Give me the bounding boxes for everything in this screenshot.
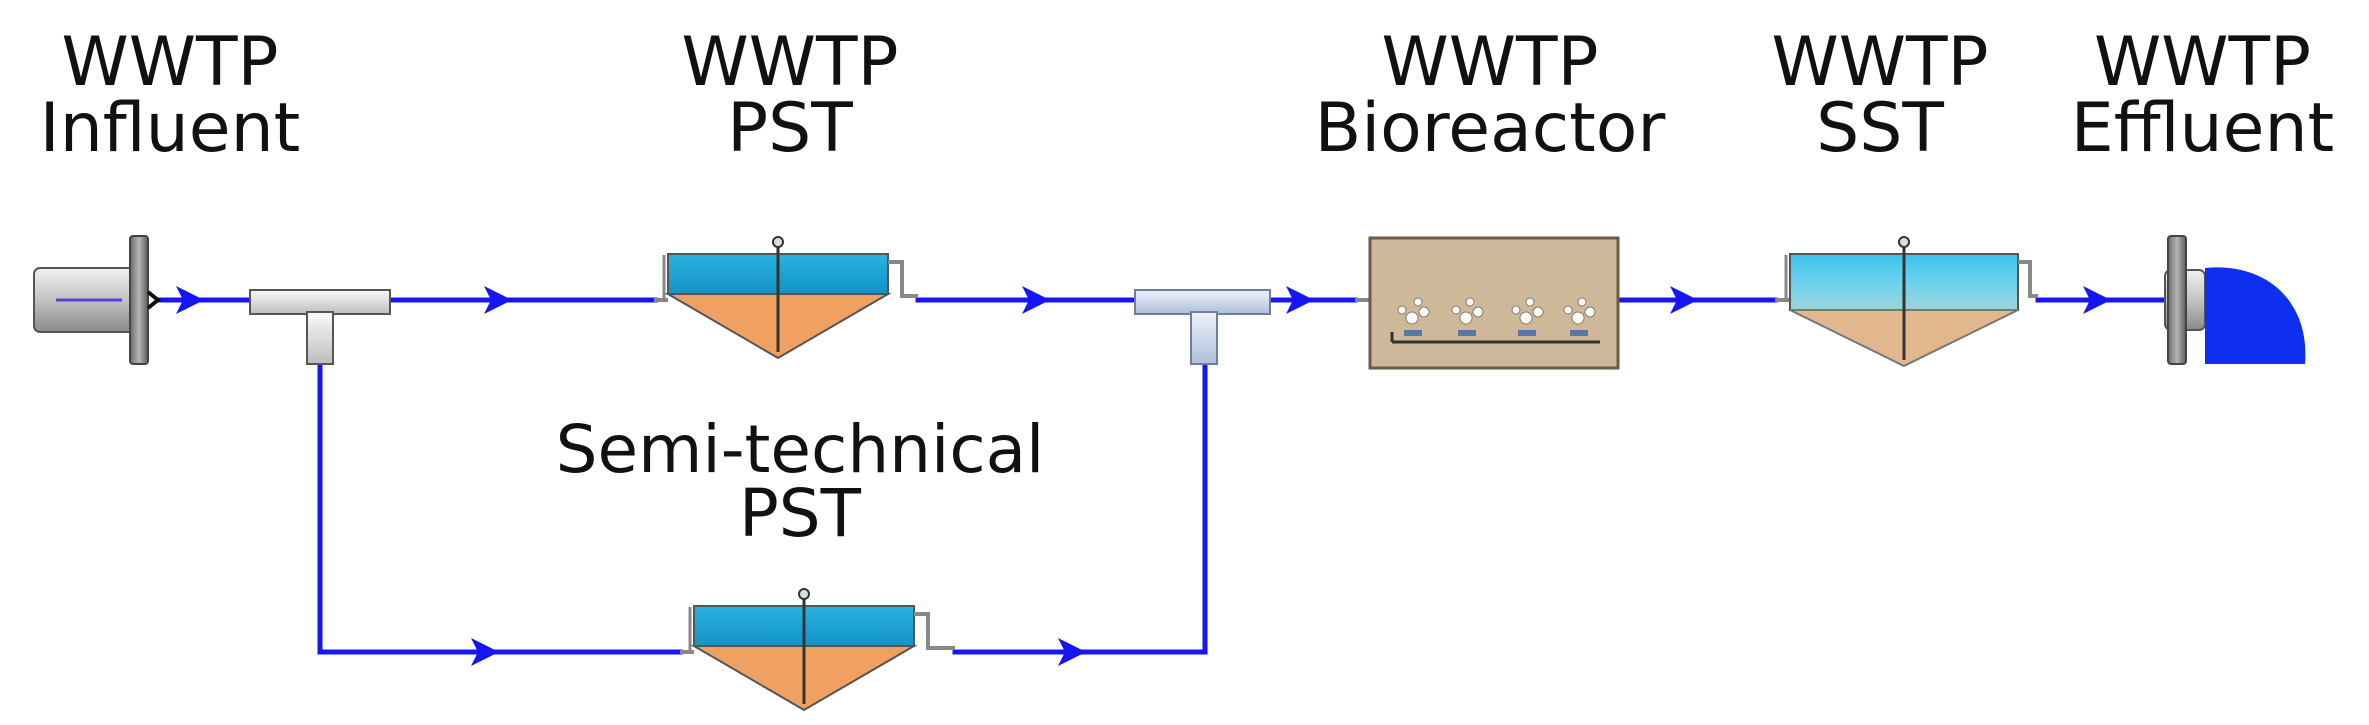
- flow-arrows: [176, 286, 2111, 666]
- label-pst: WWTP PST: [640, 23, 940, 168]
- label-semi-line1: Semi-technical: [555, 411, 1045, 488]
- label-effluent: WWTP Effluent: [2050, 23, 2355, 168]
- bioreactor-icon: [1355, 236, 1620, 370]
- label-bioreactor-line2: Bioreactor: [1314, 89, 1666, 168]
- mixer-icon: [1134, 289, 1271, 365]
- label-semi-line2: PST: [738, 475, 861, 552]
- flow-arrow-icon: [1022, 286, 1050, 314]
- label-effluent-line2: Effluent: [2070, 89, 2335, 168]
- label-bioreactor: WWTP Bioreactor: [1300, 23, 1680, 168]
- pipe-splitter-to-semi-pst: [317, 357, 683, 655]
- label-sst: WWTP SST: [1740, 23, 2020, 168]
- clarifier-icon: [1775, 236, 2038, 368]
- pipe-semi-pst-to-mixer: [952, 357, 1208, 655]
- label-sst-line1: WWTP: [1771, 23, 1989, 102]
- label-pst-line1: WWTP: [681, 23, 899, 102]
- pipes: [157, 297, 2168, 655]
- label-semi-technical-pst: Semi-technical PST: [520, 411, 1080, 552]
- clarifier-icon: [654, 236, 918, 360]
- flow-arrow-icon: [471, 638, 499, 666]
- label-pst-line2: PST: [727, 89, 853, 168]
- label-bioreactor-line1: WWTP: [1381, 23, 1599, 102]
- label-sst-line2: SST: [1816, 89, 1944, 168]
- pipe-inlet-icon: [33, 235, 162, 365]
- flow-arrow-icon: [484, 286, 512, 314]
- flow-arrow-icon: [176, 286, 204, 314]
- label-influent-line1: WWTP: [61, 23, 279, 102]
- outlet-icon: [2164, 235, 2306, 365]
- clarifier-icon: [680, 588, 955, 712]
- flow-arrow-icon: [1286, 286, 1314, 314]
- label-effluent-line1: WWTP: [2093, 23, 2311, 102]
- label-influent-line2: Influent: [39, 89, 301, 168]
- splitter-icon: [249, 289, 391, 365]
- flow-arrow-icon: [1670, 286, 1698, 314]
- flow-arrow-icon: [2083, 286, 2111, 314]
- label-influent: WWTP Influent: [10, 23, 330, 168]
- flow-arrow-icon: [1058, 638, 1086, 666]
